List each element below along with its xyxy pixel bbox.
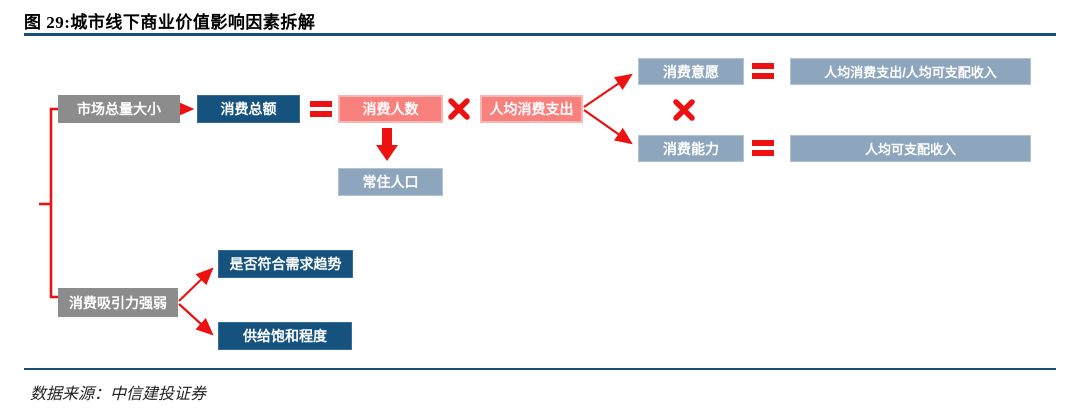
figure-title: 图 29:城市线下商业价值影响因素拆解 — [24, 13, 316, 32]
equals-operator — [310, 101, 332, 117]
arrow-attract-to-trend — [178, 267, 214, 302]
data-source: 数据来源：中信建投证券 — [30, 386, 207, 403]
node-resident-population: 常住人口 — [338, 168, 443, 196]
node-consumption-willingness: 消费意愿 — [638, 58, 744, 85]
node-total-consumption: 消费总额 — [197, 95, 300, 123]
equals-operator — [752, 63, 774, 79]
node-demand-trend: 是否符合需求趋势 — [218, 250, 353, 278]
arrow-spending-to-ability — [583, 109, 633, 145]
node-consumption-ability: 消费能力 — [638, 135, 744, 162]
arrow-attract-to-supply — [178, 303, 214, 336]
node-willingness-formula: 人均消费支出/人均可支配收入 — [790, 58, 1031, 85]
node-supply-saturation: 供给饱和程度 — [218, 322, 352, 350]
node-ability-formula: 人均可支配收入 — [790, 135, 1031, 162]
title-divider — [24, 33, 1056, 36]
left-bracket-connector — [39, 107, 58, 299]
equals-operator — [752, 140, 774, 156]
multiply-operator — [448, 98, 470, 120]
node-per-capita-spending: 人均消费支出 — [480, 95, 583, 123]
source-divider — [24, 368, 1056, 370]
arrow-spending-to-willingness — [583, 73, 633, 108]
multiply-operator — [673, 99, 695, 121]
node-consumer-count: 消费人数 — [338, 95, 443, 123]
down-block-arrow — [376, 128, 398, 161]
node-attractiveness: 消费吸引力强弱 — [58, 288, 178, 317]
node-market-size: 市场总量大小 — [58, 95, 180, 123]
